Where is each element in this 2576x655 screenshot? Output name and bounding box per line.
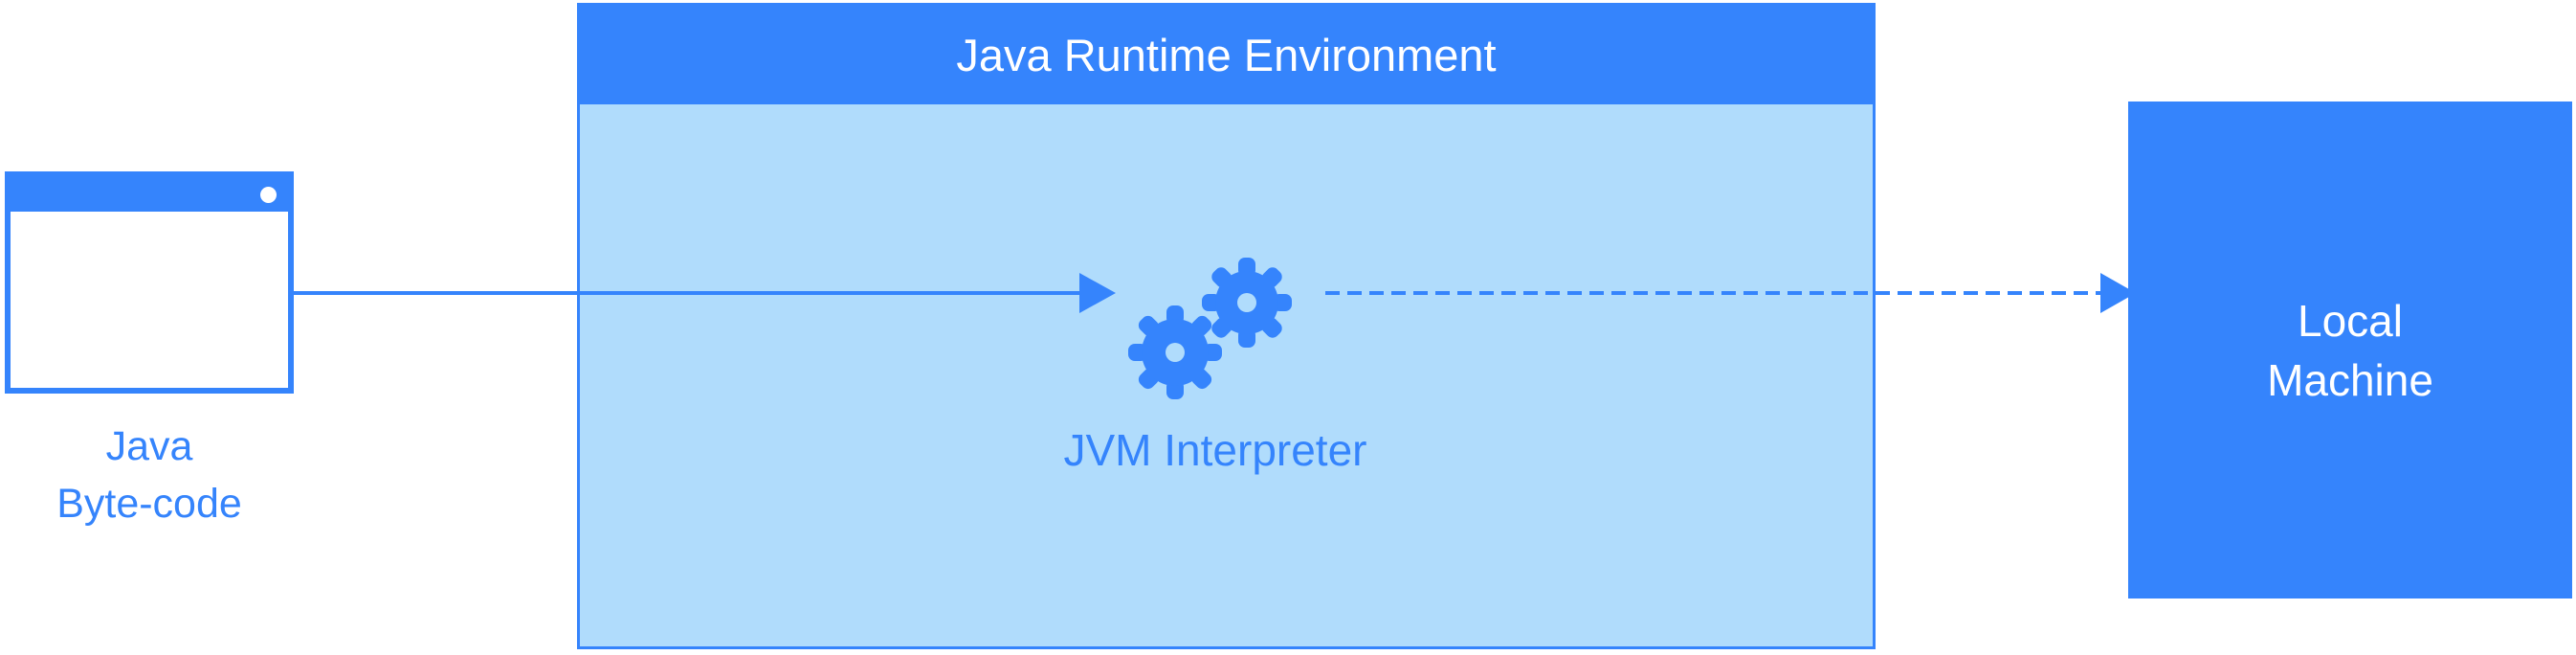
bytecode-label-line1: Java <box>105 423 193 469</box>
bytecode-window-icon <box>5 171 294 394</box>
gear-small-icon <box>1202 258 1292 348</box>
local-machine-box: Local Machine <box>2128 102 2572 599</box>
gears-icon <box>1128 258 1292 399</box>
jre-title: Java Runtime Environment <box>580 6 1873 104</box>
window-dot <box>260 187 277 203</box>
jvm-to-machine-arrowhead <box>2100 273 2136 313</box>
local-machine-label-line1: Local <box>2298 295 2403 346</box>
bytecode-to-jvm-arrowhead <box>1079 273 1116 313</box>
window-titlebar <box>11 177 288 212</box>
gear-large-icon <box>1128 305 1222 399</box>
jvm-interpreter-label: JVM Interpreter <box>1063 425 1367 475</box>
bytecode-label-line2: Byte-code <box>56 481 242 527</box>
local-machine-label-line2: Machine <box>2267 354 2433 405</box>
bytecode-label: Java Byte-code <box>5 418 294 532</box>
